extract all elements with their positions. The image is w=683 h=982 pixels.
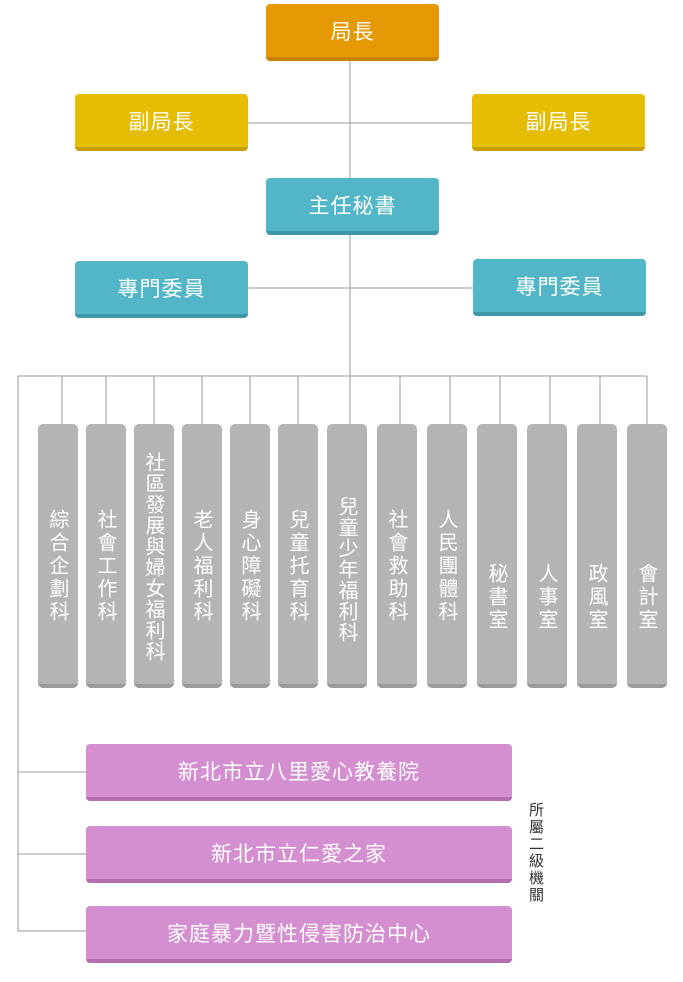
section-label: 秘書室 (485, 562, 509, 632)
section-label: 人民團體科 (435, 508, 459, 624)
deputy-director-box-left[interactable]: 副局長 (75, 94, 248, 151)
section-label: 會計室 (635, 562, 659, 632)
director-label: 局長 (330, 19, 375, 44)
section-label: 政風室 (585, 562, 609, 632)
section-box[interactable]: 會計室 (627, 424, 667, 688)
section-box[interactable]: 人民團體科 (427, 424, 467, 688)
agency-label: 新北市立八里愛心教養院 (178, 759, 420, 784)
section-label: 社區發展與婦女福利科 (142, 452, 166, 662)
deputy-director-label: 副局長 (128, 109, 195, 134)
section-box[interactable]: 社會工作科 (86, 424, 126, 688)
deputy-director-label: 副局長 (525, 109, 592, 134)
section-label: 社會救助科 (385, 508, 409, 624)
section-box[interactable]: 老人福利科 (182, 424, 222, 688)
director-box[interactable]: 局長 (266, 4, 439, 61)
specialist-label: 專門委員 (515, 274, 604, 299)
specialist-label: 專門委員 (117, 276, 206, 301)
agency-box[interactable]: 新北市立八里愛心教養院 (86, 744, 512, 801)
section-box[interactable]: 政風室 (577, 424, 617, 688)
section-box[interactable]: 秘書室 (477, 424, 517, 688)
agency-label: 新北市立仁愛之家 (211, 841, 387, 866)
specialist-box-right[interactable]: 專門委員 (473, 259, 646, 316)
section-box[interactable]: 社會救助科 (377, 424, 417, 688)
section-box[interactable]: 綜合企劃科 (38, 424, 78, 688)
section-label: 社會工作科 (94, 508, 118, 624)
agency-label: 家庭暴力暨性侵害防治中心 (167, 921, 431, 946)
section-box[interactable]: 社區發展與婦女福利科 (134, 424, 174, 688)
section-label: 人事室 (535, 562, 559, 632)
section-label: 兒童少年福利科 (335, 495, 359, 643)
agency-box[interactable]: 新北市立仁愛之家 (86, 826, 512, 883)
section-box[interactable]: 身心障礙科 (230, 424, 270, 688)
subordinate-agencies-label: 所屬二級機關 (527, 802, 545, 904)
section-label: 綜合企劃科 (46, 508, 70, 624)
specialist-box-left[interactable]: 專門委員 (75, 261, 248, 318)
section-label: 老人福利科 (190, 508, 214, 624)
section-label: 身心障礙科 (238, 508, 262, 624)
agency-box[interactable]: 家庭暴力暨性侵害防治中心 (86, 906, 512, 963)
chief-secretary-box[interactable]: 主任秘書 (266, 178, 439, 235)
deputy-director-box-right[interactable]: 副局長 (472, 94, 645, 151)
section-box[interactable]: 兒童托育科 (278, 424, 318, 688)
section-label: 兒童托育科 (286, 508, 310, 624)
section-box[interactable]: 兒童少年福利科 (327, 424, 367, 688)
section-box[interactable]: 人事室 (527, 424, 567, 688)
chief-secretary-label: 主任秘書 (308, 193, 397, 218)
